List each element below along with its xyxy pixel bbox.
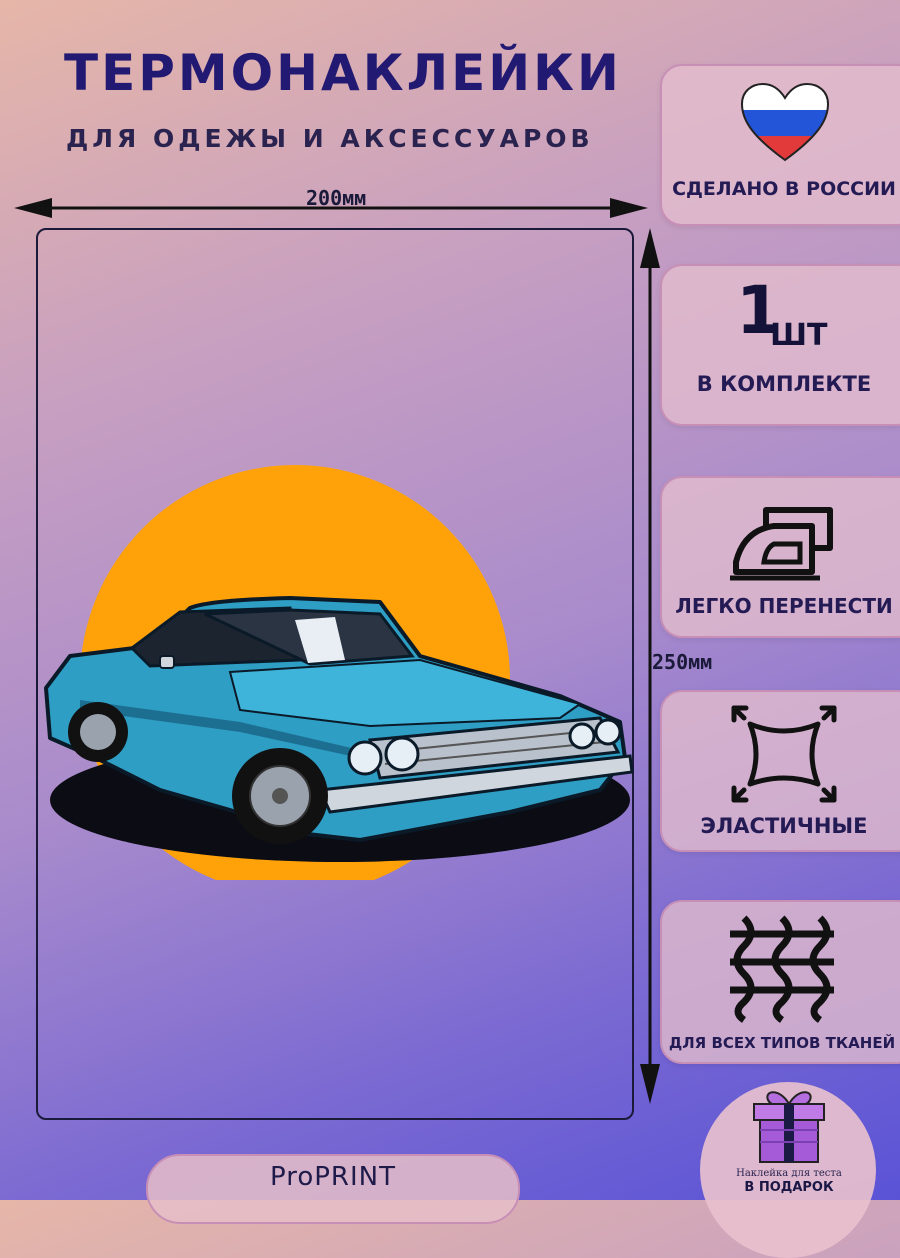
iron-icon — [730, 507, 833, 581]
feature-label-elastic: ЭЛАСТИЧНЫЕ — [700, 814, 868, 838]
gift-caption: Наклейка для теста — [736, 1168, 842, 1179]
quantity-unit: ШТ — [770, 318, 828, 353]
feature-card-elastic — [660, 690, 900, 852]
page-title: ТЕРМОНАКЛЕЙКИ — [64, 44, 622, 102]
feature-card-quantity — [660, 264, 900, 426]
feature-card-easy-transfer — [660, 476, 900, 638]
heart-flag-icon — [740, 82, 830, 162]
feature-label-in-set: В КОМПЛЕКТЕ — [696, 372, 872, 396]
page-subtitle: ДЛЯ ОДЕЖЫ И АКСЕССУАРОВ — [66, 124, 594, 153]
feature-card-fabrics — [660, 900, 900, 1064]
sticker-frame — [36, 228, 634, 1120]
quantity-number: 1 — [736, 272, 782, 349]
width-arrow-icon — [14, 198, 648, 218]
height-arrow-icon — [640, 228, 660, 1104]
feature-label-easy-transfer: ЛЕГКО ПЕРЕНЕСТИ — [675, 594, 893, 618]
width-label: 200мм — [306, 186, 367, 210]
feature-label-made-in-russia: СДЕЛАНО В РОССИИ — [672, 178, 896, 200]
brand-name: ProPRINT — [270, 1162, 396, 1192]
stretch-icon — [731, 705, 837, 803]
gift-title: В ПОДАРОК — [744, 1180, 834, 1195]
fabric-weave-icon — [730, 915, 834, 1023]
car-illustration — [44, 465, 634, 880]
brand-pill: ProPRINT — [146, 1154, 520, 1224]
gift-box-icon — [753, 1091, 825, 1163]
feature-label-fabrics: ДЛЯ ВСЕХ ТИПОВ ТКАНЕЙ — [668, 1034, 896, 1052]
height-label: 250мм — [652, 650, 713, 674]
